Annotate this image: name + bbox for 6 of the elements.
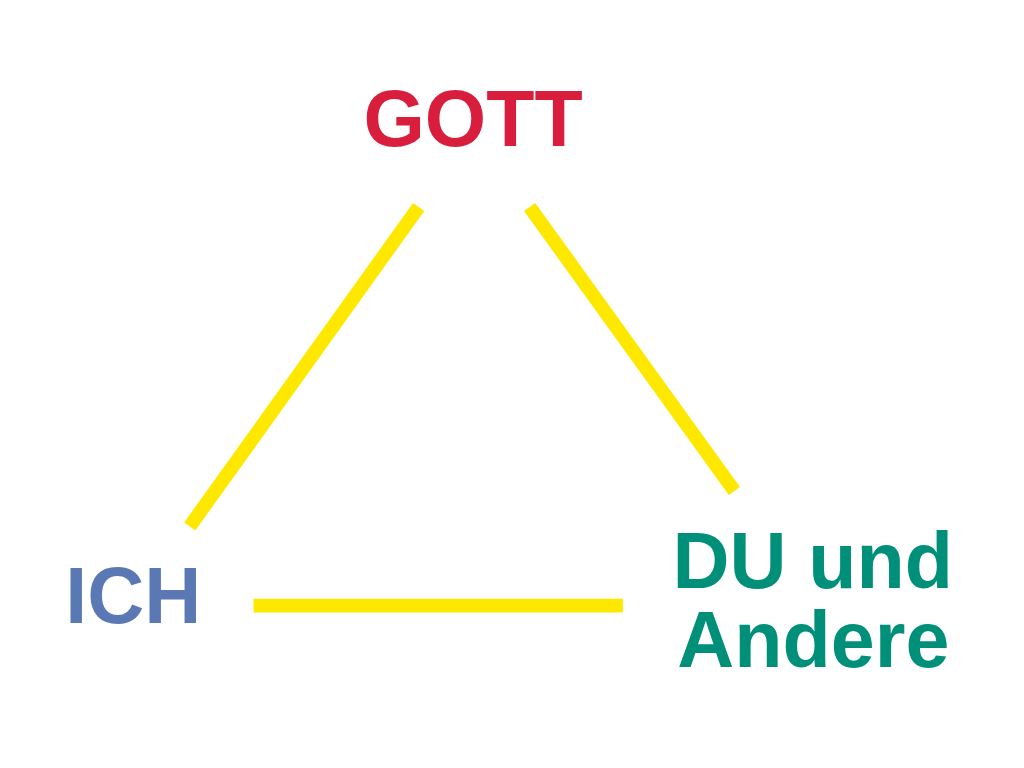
- connector: [253, 598, 623, 612]
- node-text: DU und Andere: [672, 516, 954, 684]
- connector: [524, 202, 740, 495]
- node-text: ICH: [65, 551, 202, 640]
- node-text: GOTT: [363, 74, 583, 163]
- connector: [184, 202, 425, 530]
